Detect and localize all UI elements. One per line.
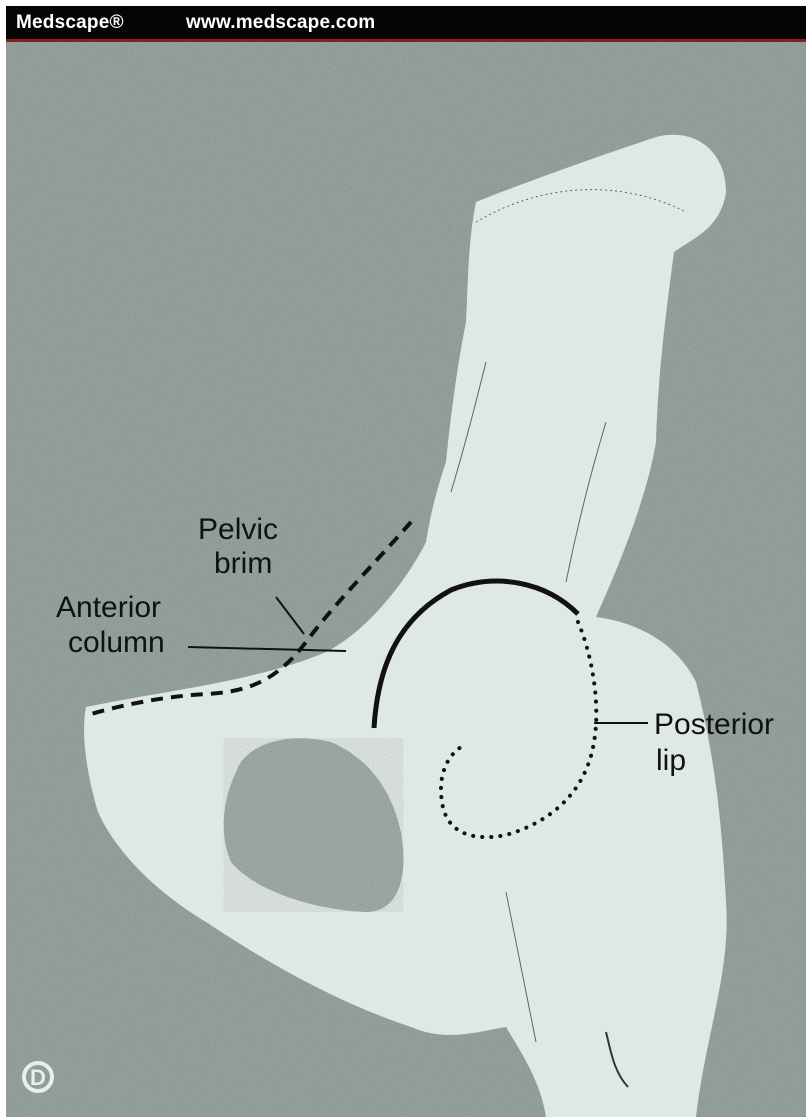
label-posterior-lip-2: lip bbox=[656, 744, 686, 777]
tracing-svg: Pelvic brim Anterior column Posterior li… bbox=[6, 42, 806, 1117]
corner-mark-letter: D bbox=[30, 1065, 46, 1090]
brand-name: Medscape® bbox=[16, 12, 124, 34]
label-posterior-lip-1: Posterior bbox=[654, 708, 774, 741]
site-url: www.medscape.com bbox=[186, 12, 375, 34]
label-anterior-column-1: Anterior bbox=[56, 591, 161, 624]
hip-tracing-figure: Pelvic brim Anterior column Posterior li… bbox=[6, 42, 806, 1117]
label-anterior-column-2: column bbox=[68, 626, 165, 659]
label-pelvic-brim-1: Pelvic bbox=[198, 513, 278, 546]
label-pelvic-brim-2: brim bbox=[214, 547, 272, 580]
header-bar: Medscape® www.medscape.com bbox=[6, 6, 806, 42]
